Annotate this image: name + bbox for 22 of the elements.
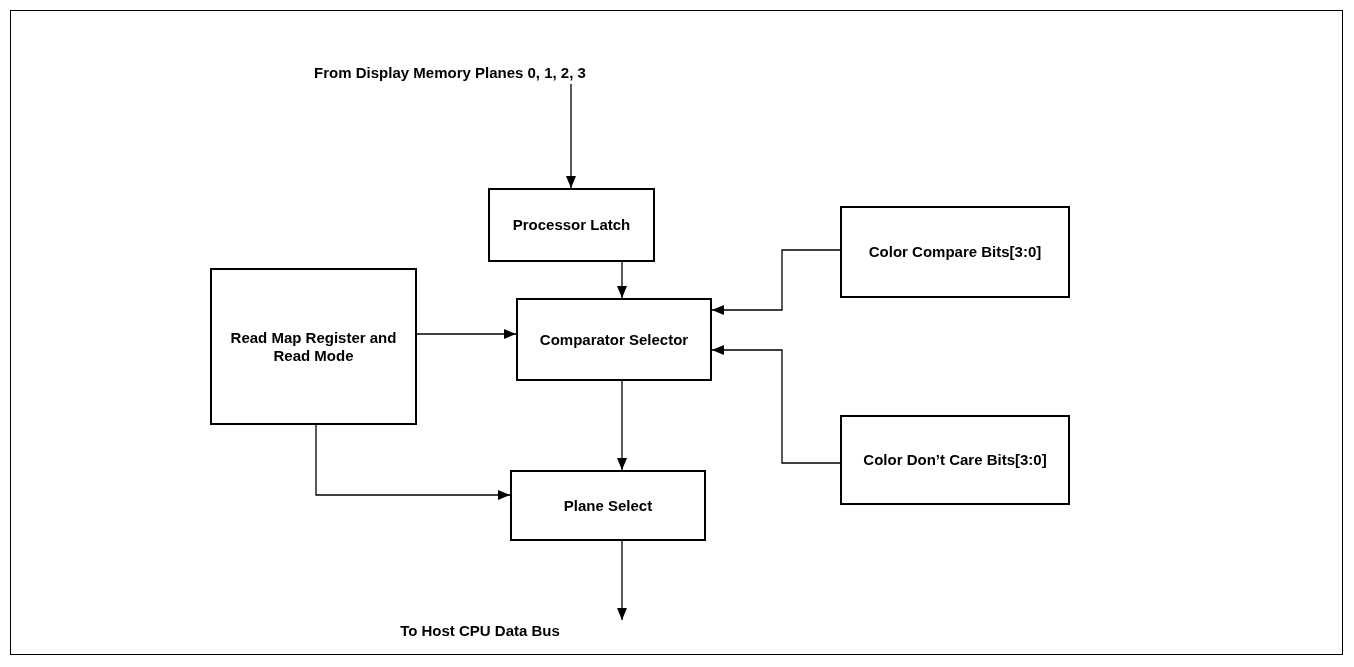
process-box — [516, 298, 712, 381]
arrow — [617, 380, 627, 471]
box-label: Processor Latch — [512, 216, 631, 234]
arrow — [566, 83, 576, 189]
io-label: To Host CPU Data Bus — [400, 622, 560, 640]
box-label: Comparator Selector — [539, 330, 689, 349]
arrow — [711, 249, 841, 315]
arrow — [711, 345, 841, 464]
process-box — [510, 470, 706, 541]
arrow — [617, 261, 627, 299]
process-box — [840, 206, 1070, 298]
box-label: Color Don’t Care Bits[3:0] — [863, 451, 1047, 469]
box-label: Read Map Register and Read Mode — [229, 328, 398, 365]
arrow — [315, 424, 511, 500]
box-label: Color Compare Bits[3:0] — [868, 243, 1042, 261]
process-box — [840, 415, 1070, 505]
arrow — [416, 329, 517, 339]
process-box — [488, 188, 655, 262]
io-label: From Display Memory Planes 0, 1, 2, 3 — [314, 64, 586, 82]
box-label: Plane Select — [563, 496, 653, 515]
arrow — [617, 540, 627, 621]
process-box — [210, 268, 417, 425]
